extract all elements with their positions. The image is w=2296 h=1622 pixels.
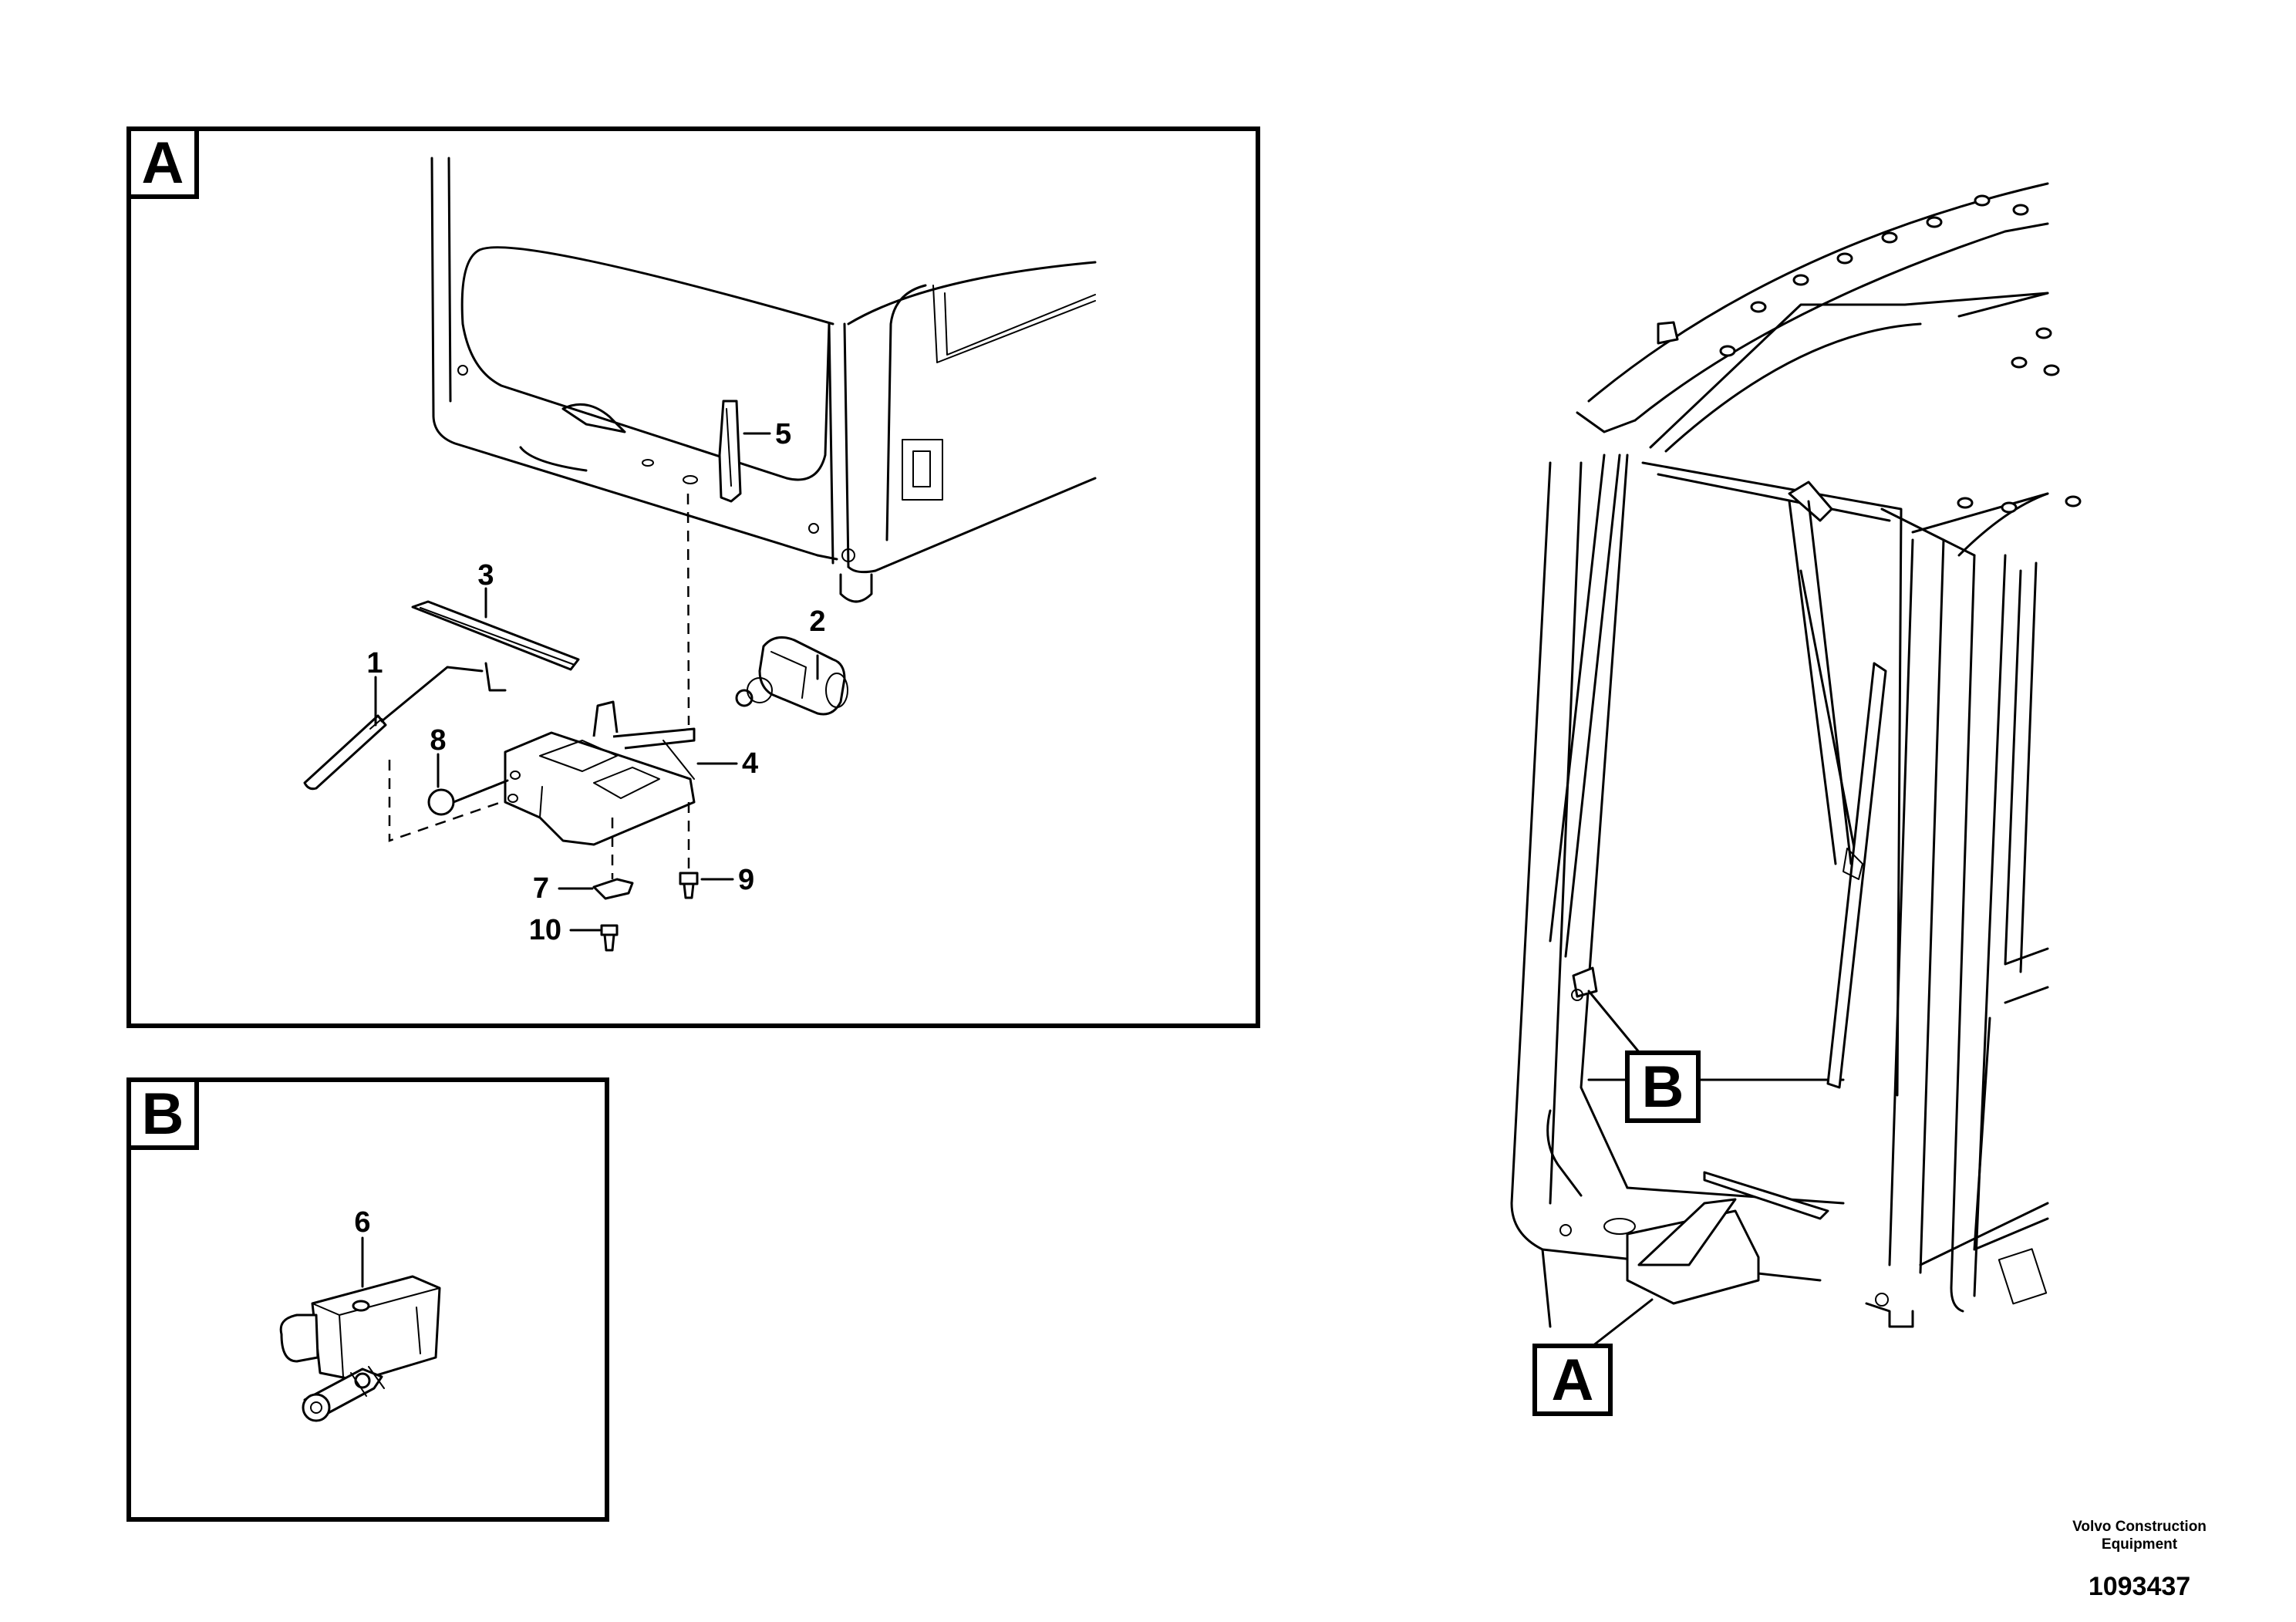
- part-1-wiper-arm: [303, 666, 484, 791]
- callout-9: 9: [738, 864, 754, 896]
- part-10-screw: [569, 924, 619, 952]
- part-8-grommet: [427, 753, 509, 816]
- callout-4: 4: [742, 747, 758, 780]
- callout-2: 2: [809, 605, 825, 638]
- part-6-sensor: [279, 1236, 441, 1422]
- callout-6: 6: [354, 1206, 370, 1239]
- part-7-clip: [558, 878, 634, 900]
- footer: Volvo Construction Equipment 1093437: [2051, 1518, 2228, 1602]
- detail-frame-b: B 6: [126, 1077, 609, 1522]
- callout-10: 10: [529, 914, 561, 946]
- part-9-screw: [679, 872, 734, 899]
- cab-overview: A B: [1510, 182, 2082, 1416]
- callout-3: 3: [477, 559, 494, 592]
- company-name: Volvo Construction Equipment: [2072, 1519, 2207, 1553]
- overview-callout-b: B: [1642, 1054, 1684, 1120]
- part-4-mounting-bracket: [504, 700, 738, 846]
- part-3-wiper-blade: [411, 587, 580, 692]
- overview-callout-a: A: [1552, 1347, 1594, 1413]
- part-2-wiper-motor: [735, 636, 848, 716]
- callout-7: 7: [533, 872, 549, 905]
- callout-1: 1: [366, 647, 383, 679]
- part-5-bracket: [718, 400, 771, 503]
- roof-bolts: [1719, 194, 2082, 514]
- overview-roof-wiper: [1788, 481, 1887, 1089]
- overview-bracket-a: [1626, 1171, 1829, 1305]
- callout-8: 8: [430, 724, 446, 757]
- frame-b-label: B: [142, 1081, 184, 1147]
- detail-frame-a: A: [126, 126, 1260, 1028]
- drawing-number: 1093437: [2088, 1572, 2191, 1601]
- callout-5: 5: [775, 418, 791, 450]
- frame-a-label: A: [142, 130, 184, 196]
- cab-lower-front: [430, 157, 1097, 603]
